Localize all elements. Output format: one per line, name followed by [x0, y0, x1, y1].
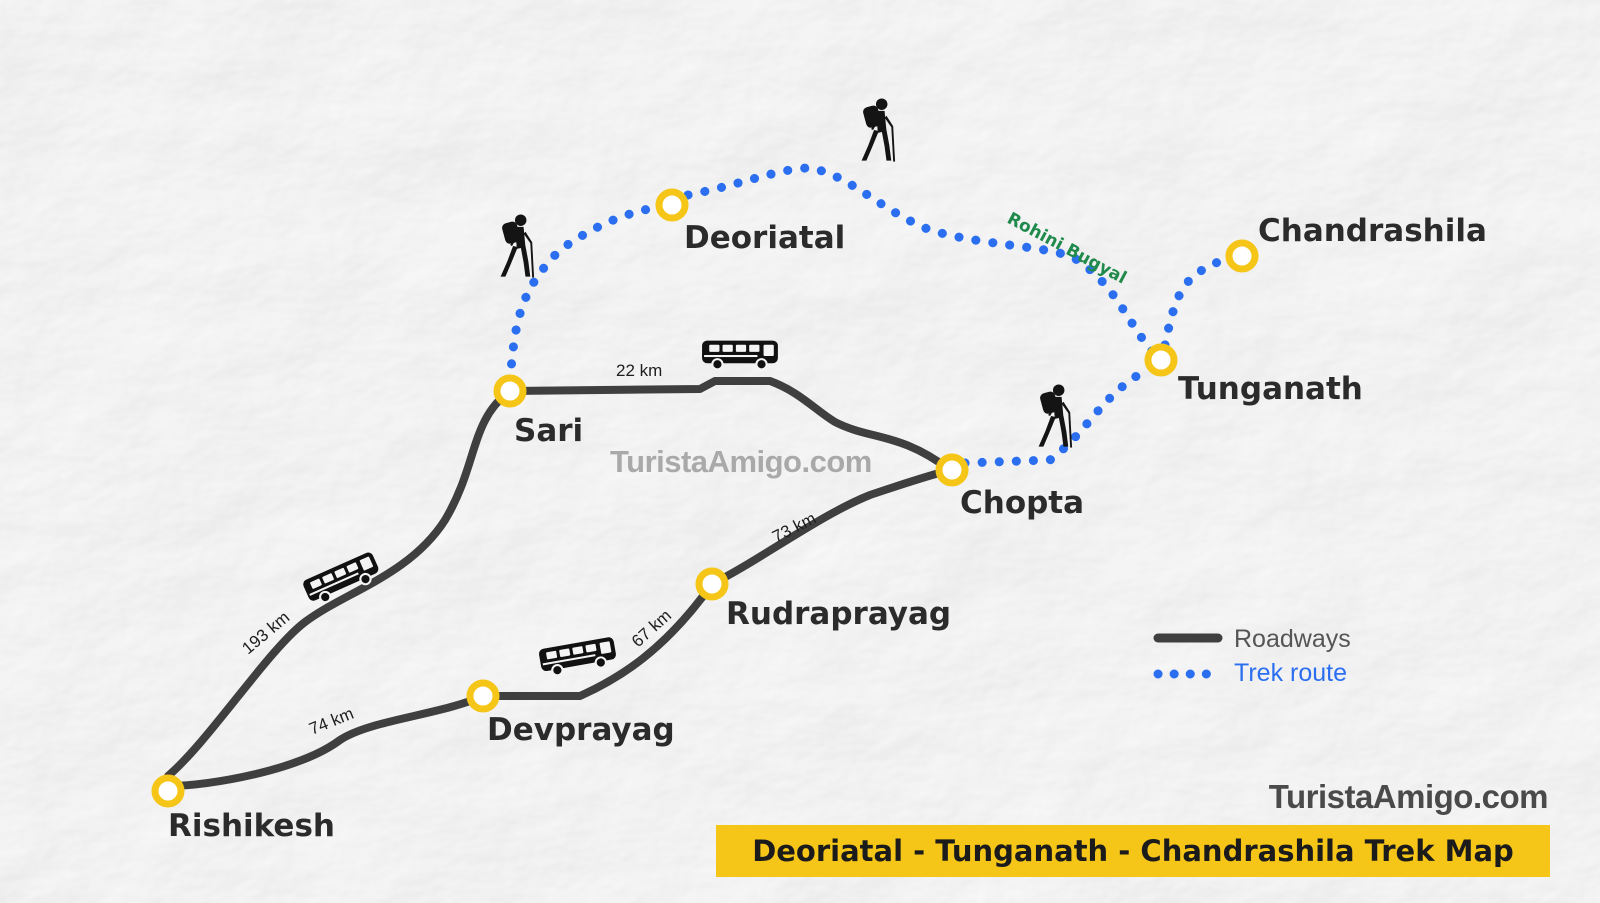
location-marker-icon [151, 774, 185, 808]
trek-sari-deoriatal [505, 200, 677, 386]
road-sari-chopta [506, 377, 954, 474]
location-marker-icon [1225, 239, 1259, 273]
place-label-sari: Sari [514, 413, 583, 449]
roadways [164, 377, 954, 790]
road-rishikesh-sari [164, 387, 514, 780]
map-watermark: TuristaAmigo.com [610, 444, 872, 479]
location-marker-icon [935, 453, 969, 487]
trek-tunganath-chandrashila [1160, 250, 1245, 350]
location-marker-icon [493, 374, 527, 408]
place-label-rishikesh: Rishikesh [168, 808, 335, 844]
legend: Roadways Trek route [1153, 625, 1351, 687]
place-label-chopta: Chopta [960, 485, 1084, 521]
trek-deoriatal-tunganath [683, 163, 1165, 365]
trek-chopta-tunganath [960, 363, 1155, 468]
location-markers [151, 188, 1259, 808]
title-banner: Deoriatal - Tunganath - Chandrashila Tre… [716, 825, 1550, 877]
location-marker-icon [655, 188, 689, 222]
location-marker-icon [695, 567, 729, 601]
location-marker-icon [1144, 343, 1178, 377]
place-label-chandrashila: Chandrashila [1258, 213, 1487, 249]
legend-road-label: Roadways [1234, 625, 1351, 653]
map-title: Deoriatal - Tunganath - Chandrashila Tre… [752, 834, 1514, 868]
road-rishikesh-devprayag [164, 692, 487, 790]
legend-trek-label: Trek route [1234, 659, 1347, 687]
website-brand: TuristaAmigo.com [1268, 778, 1549, 815]
location-marker-icon [466, 679, 500, 713]
place-label-devprayag: Devprayag [487, 712, 675, 748]
trek-route [505, 163, 1245, 468]
distance-label-sari-chopta: 22 km [616, 361, 662, 380]
place-label-tunganath: Tunganath [1178, 371, 1363, 407]
place-label-deoriatal: Deoriatal [684, 220, 845, 256]
place-label-rudraprayag: Rudraprayag [726, 596, 951, 632]
road-devprayag-chopta [479, 466, 954, 700]
